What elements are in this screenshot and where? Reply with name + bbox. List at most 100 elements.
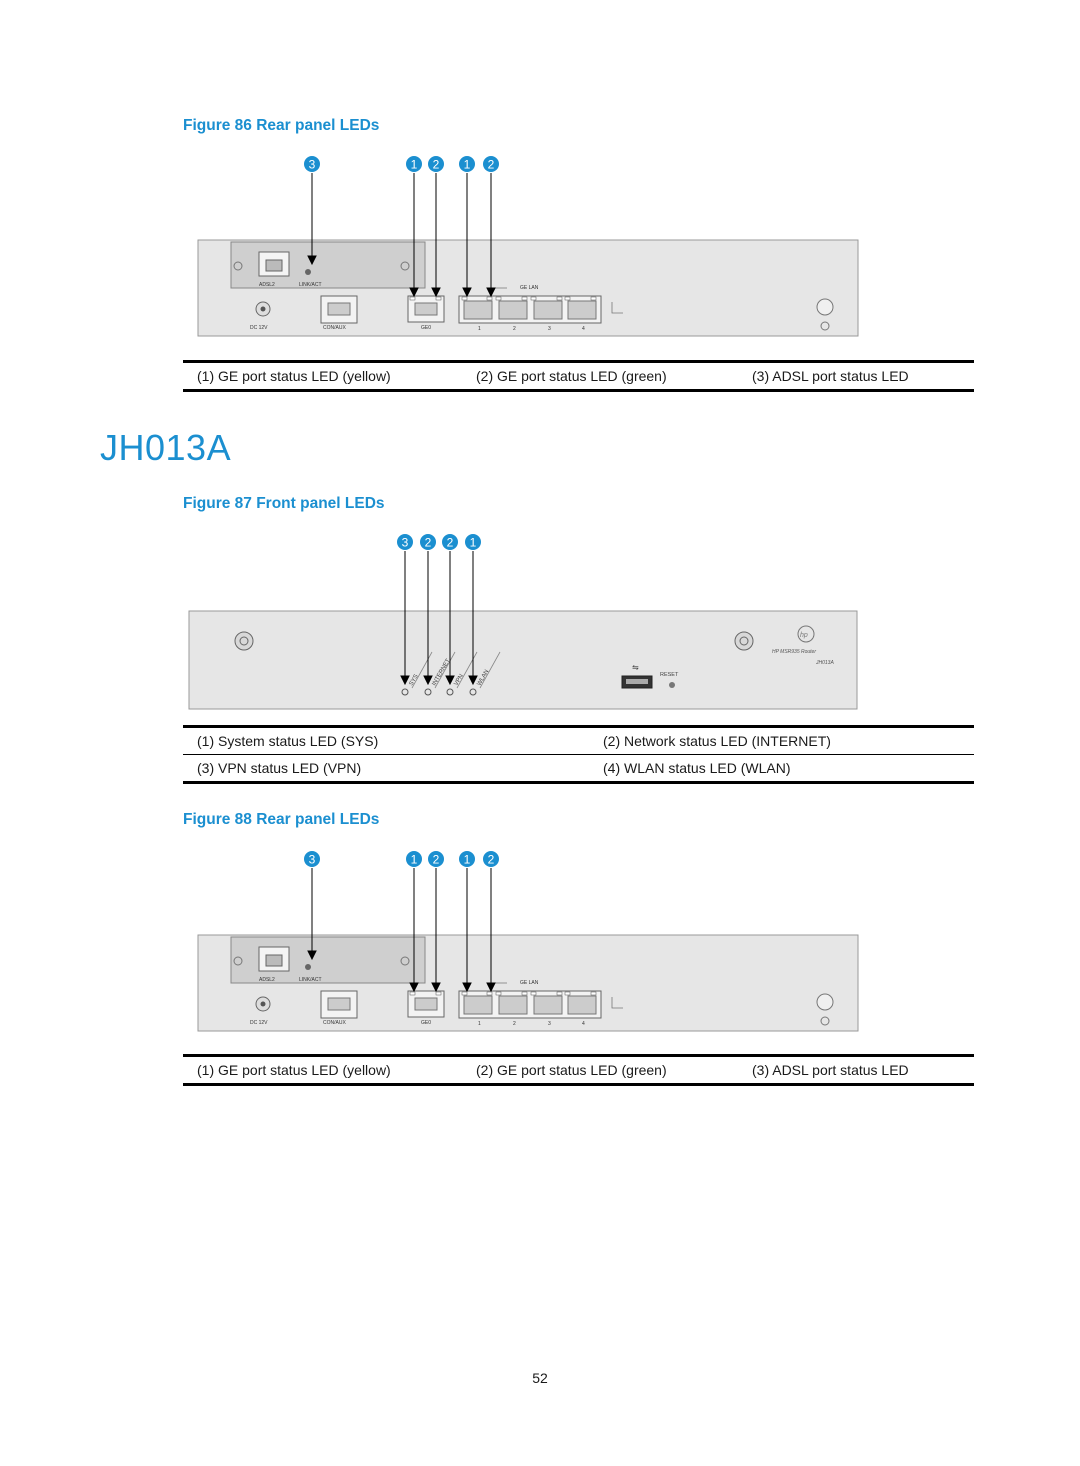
svg-text:ADSL2: ADSL2	[259, 282, 275, 288]
svg-text:ADSL2: ADSL2	[259, 977, 275, 983]
svg-text:LINK/ACT: LINK/ACT	[299, 282, 322, 288]
screw-icon	[400, 956, 410, 966]
svg-text:3: 3	[548, 326, 551, 332]
svg-text:CON/AUX: CON/AUX	[323, 325, 346, 331]
sys-led	[401, 688, 409, 696]
svg-text:GE0: GE0	[421, 1020, 431, 1026]
svg-text:HP MSR935 Router: HP MSR935 Router	[772, 649, 816, 655]
screw-icon	[233, 261, 243, 271]
ground-symbol-icon	[820, 321, 830, 331]
callout-1: 1	[406, 156, 422, 172]
svg-text:LINK/ACT: LINK/ACT	[299, 977, 322, 983]
figure-88-legend: (1) GE port status LED (yellow) (2) GE p…	[183, 1054, 974, 1086]
adsl-port	[258, 946, 290, 972]
svg-text:3: 3	[548, 1021, 551, 1027]
legend-item-adsl: (3) ADSL port status LED	[752, 368, 909, 384]
legend-item-vpn: (3) VPN status LED (VPN)	[197, 760, 362, 776]
legend-item-sys: (1) System status LED (SYS)	[197, 733, 379, 749]
svg-text:1: 1	[478, 326, 481, 332]
adsl-led	[305, 964, 311, 970]
callout-1: 1	[406, 851, 422, 867]
callout-1: 1	[465, 534, 481, 550]
svg-text:2: 2	[433, 853, 440, 867]
hp-logo-icon	[797, 625, 815, 643]
legend-item-wlan: (4) WLAN status LED (WLAN)	[603, 760, 791, 776]
legend-item-ge-green: (2) GE port status LED (green)	[476, 1062, 667, 1078]
figure-87-legend: (1) System status LED (SYS) (2) Network …	[183, 725, 974, 784]
svg-text:hp: hp	[800, 632, 808, 639]
callout-3: 3	[397, 534, 413, 550]
svg-text:RESET: RESET	[660, 672, 679, 678]
legend-item-adsl: (3) ADSL port status LED	[752, 1062, 909, 1078]
svg-text:2: 2	[447, 536, 454, 550]
legend-item-ge-yellow: (1) GE port status LED (yellow)	[197, 1062, 391, 1078]
figure-87-caption: Figure 87 Front panel LEDs	[183, 495, 385, 512]
callout-2: 2	[428, 156, 444, 172]
svg-text:1: 1	[411, 158, 418, 172]
antenna-connector-icon	[234, 631, 254, 651]
svg-text:SYS: SYS	[409, 674, 420, 687]
figure-88-rear-panel-diagram: 3 1 2 1 2 ADSL2 LINK/ACT DC 12V CON/AUX …	[197, 851, 859, 1032]
grounding-screw-icon	[816, 298, 834, 316]
svg-text:2: 2	[488, 158, 495, 172]
svg-text:GE LAN: GE LAN	[520, 285, 539, 291]
callout-2: 2	[420, 534, 436, 550]
page-number: 52	[532, 1370, 548, 1386]
svg-text:1: 1	[411, 853, 418, 867]
grounding-screw-icon	[816, 993, 834, 1011]
legend-row: (1) GE port status LED (yellow) (2) GE p…	[183, 363, 974, 389]
svg-text:2: 2	[488, 853, 495, 867]
callout-2: 2	[483, 156, 499, 172]
legend-item-ge-yellow: (1) GE port status LED (yellow)	[197, 368, 391, 384]
adsl-led	[305, 269, 311, 275]
callout-2: 2	[428, 851, 444, 867]
svg-text:CON/AUX: CON/AUX	[323, 1020, 346, 1026]
svg-text:2: 2	[513, 326, 516, 332]
legend-item-internet: (2) Network status LED (INTERNET)	[603, 733, 831, 749]
callout-1: 1	[459, 851, 475, 867]
figure-86-legend: (1) GE port status LED (yellow) (2) GE p…	[183, 360, 974, 392]
svg-text:4: 4	[582, 326, 585, 332]
ground-symbol-icon	[820, 1016, 830, 1026]
figure-87-front-panel-diagram: 3 2 2 1 SYS INTERNET VPN WLAN ⇋ RESET hp…	[188, 534, 858, 710]
antenna-connector-icon	[734, 631, 754, 651]
usb-icon: ⇋	[632, 663, 639, 672]
legend-row: (1) System status LED (SYS) (2) Network …	[183, 728, 974, 754]
router-front-chassis	[188, 610, 858, 710]
svg-text:1: 1	[478, 1021, 481, 1027]
vpn-led	[446, 688, 454, 696]
figure-88-caption: Figure 88 Rear panel LEDs	[183, 811, 380, 828]
wlan-led	[469, 688, 477, 696]
screw-icon	[400, 261, 410, 271]
svg-text:GE LAN: GE LAN	[520, 980, 539, 986]
svg-text:GE0: GE0	[421, 325, 431, 331]
legend-row: (3) VPN status LED (VPN) (4) WLAN status…	[183, 754, 974, 781]
legend-item-ge-green: (2) GE port status LED (green)	[476, 368, 667, 384]
internet-led	[424, 688, 432, 696]
reset-button	[669, 682, 675, 688]
svg-text:4: 4	[582, 1021, 585, 1027]
callout-2: 2	[483, 851, 499, 867]
callout-1: 1	[459, 156, 475, 172]
svg-text:2: 2	[425, 536, 432, 550]
svg-text:1: 1	[464, 853, 471, 867]
svg-text:2: 2	[513, 1021, 516, 1027]
figure-86-caption: Figure 86 Rear panel LEDs	[183, 117, 380, 134]
svg-text:DC 12V: DC 12V	[250, 1020, 268, 1026]
callout-3: 3	[304, 851, 320, 867]
svg-text:DC 12V: DC 12V	[250, 325, 268, 331]
svg-text:3: 3	[309, 158, 316, 172]
svg-text:JH013A: JH013A	[815, 660, 834, 666]
screw-icon	[233, 956, 243, 966]
svg-text:VPN: VPN	[454, 673, 465, 687]
section-heading: JH013A	[100, 427, 232, 468]
svg-text:2: 2	[433, 158, 440, 172]
legend-row: (1) GE port status LED (yellow) (2) GE p…	[183, 1057, 974, 1083]
callout-2: 2	[442, 534, 458, 550]
svg-text:3: 3	[309, 853, 316, 867]
svg-text:1: 1	[470, 536, 477, 550]
svg-text:3: 3	[402, 536, 409, 550]
callout-3: 3	[304, 156, 320, 172]
figure-86-rear-panel-diagram: 3 1 2 1 2 ADSL2 LINK/ACT DC 12V CON/AUX …	[197, 156, 859, 337]
svg-text:1: 1	[464, 158, 471, 172]
